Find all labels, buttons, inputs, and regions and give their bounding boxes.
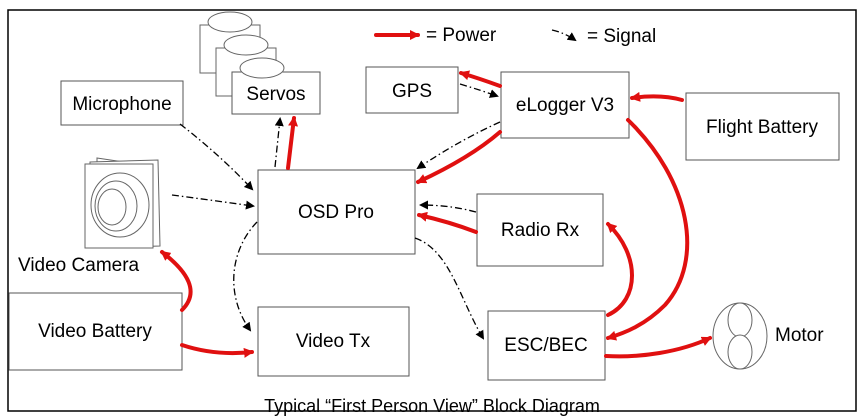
flight-battery-label: Flight Battery: [706, 117, 818, 138]
signal-connections: [171, 83, 501, 340]
osd-pro-node: OSD Pro: [257, 169, 416, 255]
power-osd-to-servos: [286, 116, 299, 170]
power-battery-to-elogger: [630, 91, 684, 102]
signal-elogger-to-osd: [416, 121, 501, 170]
signal-osd-to-servos: [274, 117, 284, 168]
signal-microphone-to-osd: [179, 123, 254, 191]
esc-bec-label: ESC/BEC: [504, 335, 587, 356]
signal-camera-to-osd: [171, 194, 255, 210]
video-camera-label: Video Camera: [18, 255, 140, 276]
power-elogger-to-esc: [606, 118, 690, 341]
diagram-frame: [7, 9, 857, 412]
power-esc-to-rx: [606, 222, 634, 317]
microphone-node: Microphone: [60, 80, 184, 126]
legend: = Power = Signal: [374, 25, 656, 47]
microphone-label: Microphone: [72, 94, 171, 115]
flight-battery-node: Flight Battery: [685, 92, 840, 161]
video-tx-label: Video Tx: [296, 331, 371, 352]
video-battery-node: Video Battery: [8, 292, 183, 371]
gps-node: GPS: [365, 66, 459, 114]
signal-osd-to-videotx: [233, 221, 258, 332]
servos-label: Servos: [246, 84, 305, 105]
power-elogger-to-gps: [459, 70, 502, 88]
elogger-label: eLogger V3: [516, 95, 614, 116]
signal-rx-to-osd: [419, 200, 477, 213]
esc-bec-node: ESC/BEC: [487, 310, 606, 381]
legend-signal-label: = Signal: [587, 26, 656, 47]
video-tx-node: Video Tx: [257, 306, 410, 377]
power-esc-to-motor: [604, 336, 712, 359]
power-vbattery-to-videotx: [180, 343, 254, 358]
power-rx-to-osd: [417, 211, 478, 234]
power-vbattery-to-camera: [160, 250, 193, 312]
elogger-node: eLogger V3: [500, 71, 630, 139]
servos-node: Servos: [199, 11, 321, 115]
signal-gps-to-elogger: [459, 83, 499, 98]
video-camera-icon: [84, 157, 161, 249]
motor-label: Motor: [775, 325, 824, 346]
diagram-caption: Typical “First Person View” Block Diagra…: [264, 396, 600, 416]
power-connections: [160, 70, 712, 359]
radio-rx-node: Radio Rx: [476, 193, 604, 267]
legend-power-label: = Power: [426, 25, 497, 46]
signal-osd-to-esc: [414, 237, 485, 340]
legend-signal-arrow: [551, 29, 577, 42]
radio-rx-label: Radio Rx: [501, 220, 580, 241]
video-battery-label: Video Battery: [38, 321, 152, 342]
osd-pro-label: OSD Pro: [298, 202, 374, 223]
power-elogger-to-osd: [416, 130, 502, 184]
gps-label: GPS: [392, 81, 432, 102]
motor-icon: [712, 302, 768, 370]
